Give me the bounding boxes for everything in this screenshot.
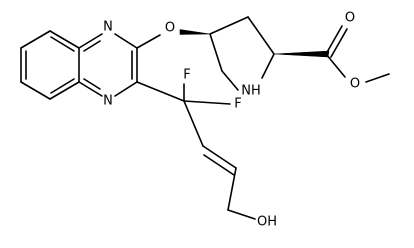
bond	[78, 81, 103, 97]
bond	[227, 209, 256, 220]
fluorine-atom: F	[234, 97, 241, 112]
bond	[325, 25, 343, 55]
bond	[114, 81, 138, 97]
ether-linkage	[136, 29, 211, 49]
bond	[183, 100, 204, 147]
bond	[136, 34, 161, 49]
bond	[203, 154, 235, 176]
bond	[227, 167, 237, 211]
bond	[20, 81, 51, 100]
bond	[330, 28, 348, 58]
bond	[49, 30, 80, 49]
bond	[50, 36, 75, 52]
methyl-ester	[273, 25, 390, 83]
bond	[114, 33, 138, 49]
bond	[325, 53, 346, 78]
bond	[209, 16, 249, 35]
bond	[202, 145, 237, 169]
pyrrolidine-ring	[209, 16, 275, 91]
bond	[50, 78, 75, 94]
bond	[83, 40, 101, 52]
benzene-ring	[20, 30, 80, 100]
oxygen-atom: O	[165, 21, 175, 36]
nitrogen-atom: N	[103, 20, 113, 35]
bond	[78, 33, 103, 49]
ester-oxygen-atom: O	[350, 77, 360, 92]
bond	[221, 70, 239, 91]
bond	[183, 100, 231, 105]
bond	[20, 30, 51, 49]
bond	[136, 81, 185, 102]
bond	[365, 73, 390, 83]
carbonyl-oxygen-atom: O	[345, 11, 355, 26]
nitrogen-atom: N	[103, 94, 113, 109]
nh-group: NH	[241, 84, 261, 99]
bond	[209, 33, 223, 72]
bond	[83, 78, 101, 90]
wedge-bond	[273, 50, 330, 58]
hydroxyl-group: OH	[257, 215, 277, 230]
wedge-bond	[179, 29, 211, 35]
bond	[247, 16, 275, 55]
pyrazine-ring	[78, 33, 138, 97]
fluorine-atom: F	[183, 68, 190, 83]
difluoro-butenol-chain	[136, 81, 256, 220]
bond	[261, 53, 275, 79]
bond	[49, 81, 80, 100]
